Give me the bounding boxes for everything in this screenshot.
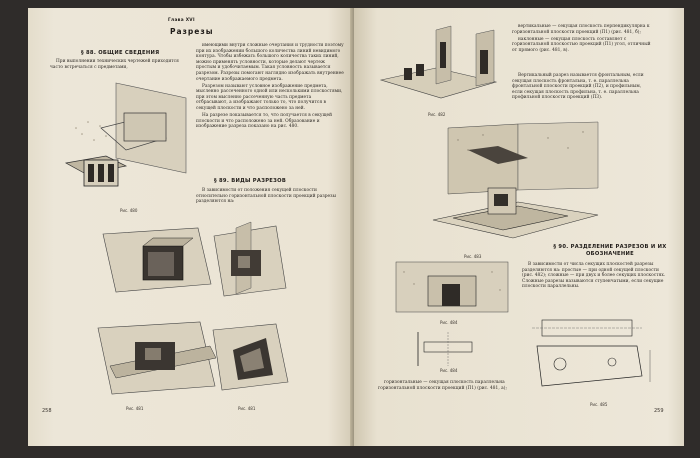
figure-481-d <box>212 323 289 391</box>
page-number-left: 258 <box>42 408 52 414</box>
figure-483 <box>432 121 599 239</box>
chapter-title: Разрезы <box>170 27 214 36</box>
right-top-text: вертикальные — секущая плоскость перпенд… <box>512 24 651 53</box>
right-bottom-text: горизонтальные — секущая плоскость парал… <box>378 380 507 391</box>
right-page: вертикальные — секущая плоскость перпенд… <box>354 8 684 446</box>
types-text: В зависимости от положения секущей плоск… <box>196 188 336 205</box>
fig-485-caption: Рис. 485 <box>590 402 608 407</box>
page-number-right: 259 <box>654 408 664 414</box>
figure-485 <box>532 319 651 387</box>
fig-485-caption-a: Рис. 484 <box>440 368 458 373</box>
left-page: Глава XVI Разрезы § 88. ОБЩИЕ СВЕДЕНИЯ П… <box>28 8 354 446</box>
chapter-label: Глава XVI <box>168 18 195 23</box>
figure-481-c <box>97 321 217 395</box>
section-designation-heading: § 90. РАЗДЕЛЕНИЕ РАЗРЕЗОВ И ИХ ОБОЗНАЧЕН… <box>553 244 667 257</box>
figure-481-b <box>213 221 287 297</box>
fig-481-caption-2: Рис. 481 <box>238 406 256 411</box>
figure-484-detail <box>417 332 473 366</box>
fig-483-caption: Рис. 483 <box>464 254 482 259</box>
fig-481-caption-1: Рис. 481 <box>126 406 144 411</box>
figure-482 <box>379 25 498 99</box>
section-general-heading: § 88. ОБЩИЕ СВЕДЕНИЯ <box>81 50 160 56</box>
figure-481-a <box>102 227 212 293</box>
general-text-1: При выполнении технических чертежей прих… <box>50 59 179 70</box>
general-text-col2: имеющими внутри сложные очертания и труд… <box>196 43 344 130</box>
right-top-text-3: Вертикальный разрез называется фронтальн… <box>512 73 644 101</box>
figure-480 <box>64 82 187 187</box>
figure-484 <box>395 261 509 313</box>
designation-text: В зависимости от числа секущих плоскосте… <box>522 262 666 290</box>
fig-484-caption: Рис. 484 <box>440 320 458 325</box>
section-types-heading: § 89. ВИДЫ РАЗРЕЗОВ <box>214 178 287 184</box>
fig-482-caption: Рис. 482 <box>428 112 446 117</box>
fig-480-caption: Рис. 480 <box>120 208 138 213</box>
